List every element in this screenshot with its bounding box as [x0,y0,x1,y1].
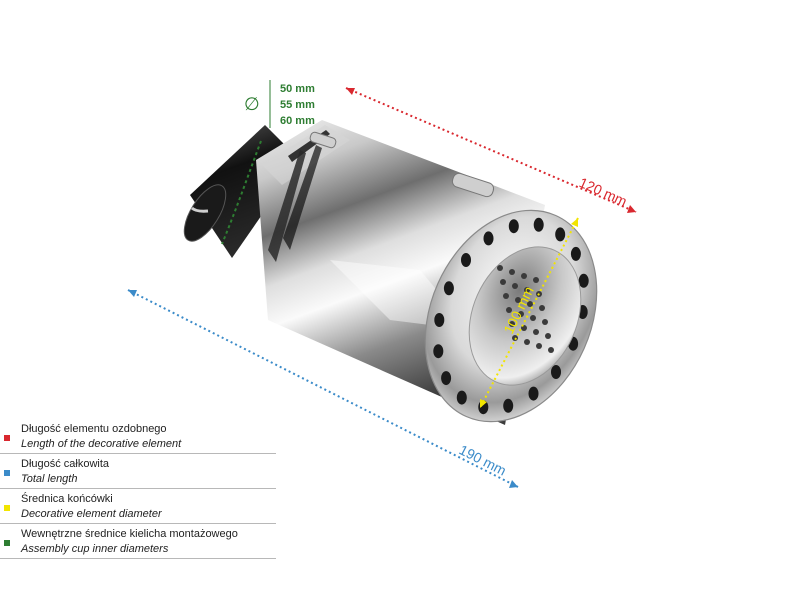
inner-perforation [497,265,554,353]
inner-hole [539,305,545,311]
legend-swatch-yellow [4,505,10,511]
inner-hole [533,329,539,335]
red-arrow-start [346,88,355,95]
rim-hole [570,246,581,261]
red-dimension-label: 120 mm [577,174,630,209]
legend-swatch-red [4,435,10,441]
rim-hole [433,344,444,359]
yellow-dimension-line [479,217,579,409]
inner-hole [542,319,548,325]
rim-hole [533,217,544,232]
legend-swatch-blue [4,470,10,476]
brand-emblem-small [309,131,337,149]
inner-hole [506,307,512,313]
blue-arrow-end [509,480,518,488]
rim-holes [433,217,589,415]
rim-hole [456,390,467,405]
blue-arrow-start [128,290,137,297]
inner-hole [521,273,527,279]
rim-hole [461,253,471,267]
legend-subtitle: Length of the decorative element [21,438,182,450]
inner-hole [497,265,503,271]
inlet-diameters: ∅ 50 mm 55 mm 60 mm [244,80,315,128]
inner-hole [503,293,509,299]
rim-hole [578,273,589,288]
inlet-diameter-1: 50 mm [280,83,315,95]
rim-hole [555,227,566,242]
legend-title: Długość całkowita [21,458,110,470]
red-arrow-end [627,205,636,213]
inner-hole [530,315,536,321]
inlet-diameter-2: 55 mm [280,99,315,111]
inner-hole [545,333,551,339]
legend-item-cup-diameters: Wewnętrzne średnice kielicha montażowego… [0,524,276,559]
rim-hole [434,313,445,327]
rim-hole [441,371,452,386]
rim-hole [503,398,514,413]
rim-hole [443,281,454,296]
inner-hole [548,347,554,353]
yellow-arrow-end [480,399,487,408]
yellow-arrow-start [571,218,578,227]
inner-hole [515,297,521,303]
legend-swatch-green [4,540,10,546]
legend-item-total-length: Długość całkowita Total length [0,454,276,489]
legend-item-tip-diameter: Średnica końcówki Decorative element dia… [0,489,276,524]
inner-hole [524,339,530,345]
inner-hole [500,279,506,285]
inner-hole [512,283,518,289]
legend-item-decorative-length: Długość elementu ozdobnego Length of the… [0,419,276,454]
inner-hole [536,343,542,349]
inner-hole [527,301,533,307]
inner-hole [533,277,539,283]
inner-hole [509,269,515,275]
rim-hole [551,365,561,379]
legend-subtitle: Assembly cup inner diameters [21,543,169,555]
inner-hole [509,321,515,327]
legend-title: Średnica końcówki [21,493,113,505]
legend-title: Długość elementu ozdobnego [21,423,167,435]
legend-subtitle: Total length [21,473,78,485]
legend-subtitle: Decorative element diameter [21,508,162,520]
diameter-symbol: ∅ [244,94,260,114]
rim-hole [528,386,539,401]
inner-hole [518,311,524,317]
inner-hole [524,287,530,293]
rim-hole [483,231,494,246]
inlet-diameter-3: 60 mm [280,115,315,127]
brand-emblem [451,172,495,198]
rim-hole [508,219,519,234]
legend-title: Wewnętrzne średnice kielicha montażowego [21,528,238,540]
assembly-cup-marker [221,140,262,245]
legend: Długość elementu ozdobnego Length of the… [0,419,276,559]
blue-dimension-label: 190 mm [457,441,509,478]
